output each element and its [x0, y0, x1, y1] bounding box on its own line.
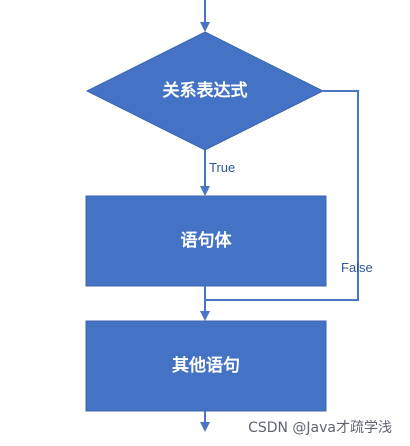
- statement-label: 语句体: [181, 230, 233, 251]
- false-branch-line: [205, 90, 359, 301]
- next-statement-box: [85, 320, 327, 412]
- decision-label: 关系表达式: [163, 80, 248, 101]
- true-label: True: [209, 160, 235, 175]
- next-statement-label: 其他语句: [172, 355, 240, 376]
- watermark-text: CSDN @Java才疏学浅: [248, 420, 392, 436]
- statement-box: [85, 195, 327, 287]
- false-label: False: [341, 260, 373, 275]
